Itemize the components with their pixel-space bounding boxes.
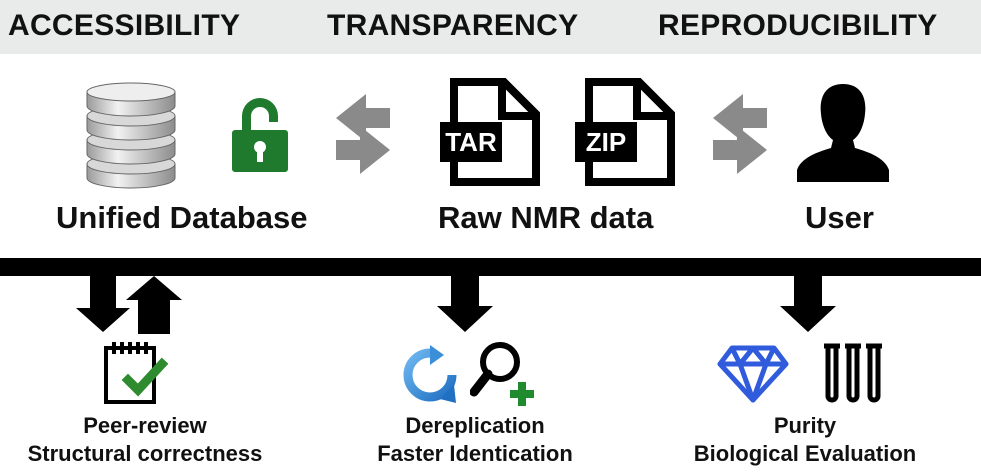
zip-tag: ZIP — [586, 127, 626, 157]
header-banner — [0, 0, 981, 54]
test-tubes-icon — [824, 343, 882, 403]
tar-file-icon: TAR — [440, 78, 540, 186]
down-up-arrows — [76, 276, 182, 334]
label-dereplication: Dereplication — [405, 413, 545, 438]
label-user: User — [805, 200, 874, 235]
down-arrow-icon — [437, 276, 493, 332]
label-peer-review: Peer-review — [83, 413, 207, 438]
up-arrow-icon — [126, 276, 182, 334]
bottom-label-center: Dereplication Faster Identication — [330, 412, 620, 468]
label-biological-evaluation: Biological Evaluation — [693, 441, 917, 466]
banner-transparency: TRANSPARENCY — [327, 9, 579, 42]
label-purity: Purity — [773, 413, 837, 438]
user-icon — [797, 84, 889, 182]
down-arrow-icon — [780, 276, 836, 332]
refresh-icon — [403, 345, 457, 403]
exchange-arrows-icon — [713, 94, 767, 174]
bottom-label-left: Peer-review Structural correctness — [0, 412, 290, 468]
banner-accessibility: ACCESSIBILITY — [8, 9, 241, 42]
label-structural-correctness: Structural correctness — [27, 441, 263, 466]
divider-bar — [0, 258, 981, 276]
label-faster-identication: Faster Identication — [377, 441, 573, 466]
banner-reproducibility: REPRODUCIBILITY — [658, 9, 938, 42]
diamond-icon — [717, 345, 789, 403]
checklist-icon — [104, 342, 168, 404]
exchange-arrows-icon — [336, 94, 390, 174]
tar-tag: TAR — [445, 127, 497, 157]
database-icon — [86, 82, 176, 189]
label-unified-database: Unified Database — [56, 200, 308, 235]
zip-file-icon: ZIP — [575, 78, 675, 186]
label-raw-nmr-data: Raw NMR data — [438, 200, 654, 235]
lock-icon — [232, 98, 288, 172]
down-arrow-icon — [76, 276, 130, 332]
magnifier-plus-icon — [470, 342, 534, 406]
bottom-label-right: Purity Biological Evaluation — [660, 412, 950, 468]
